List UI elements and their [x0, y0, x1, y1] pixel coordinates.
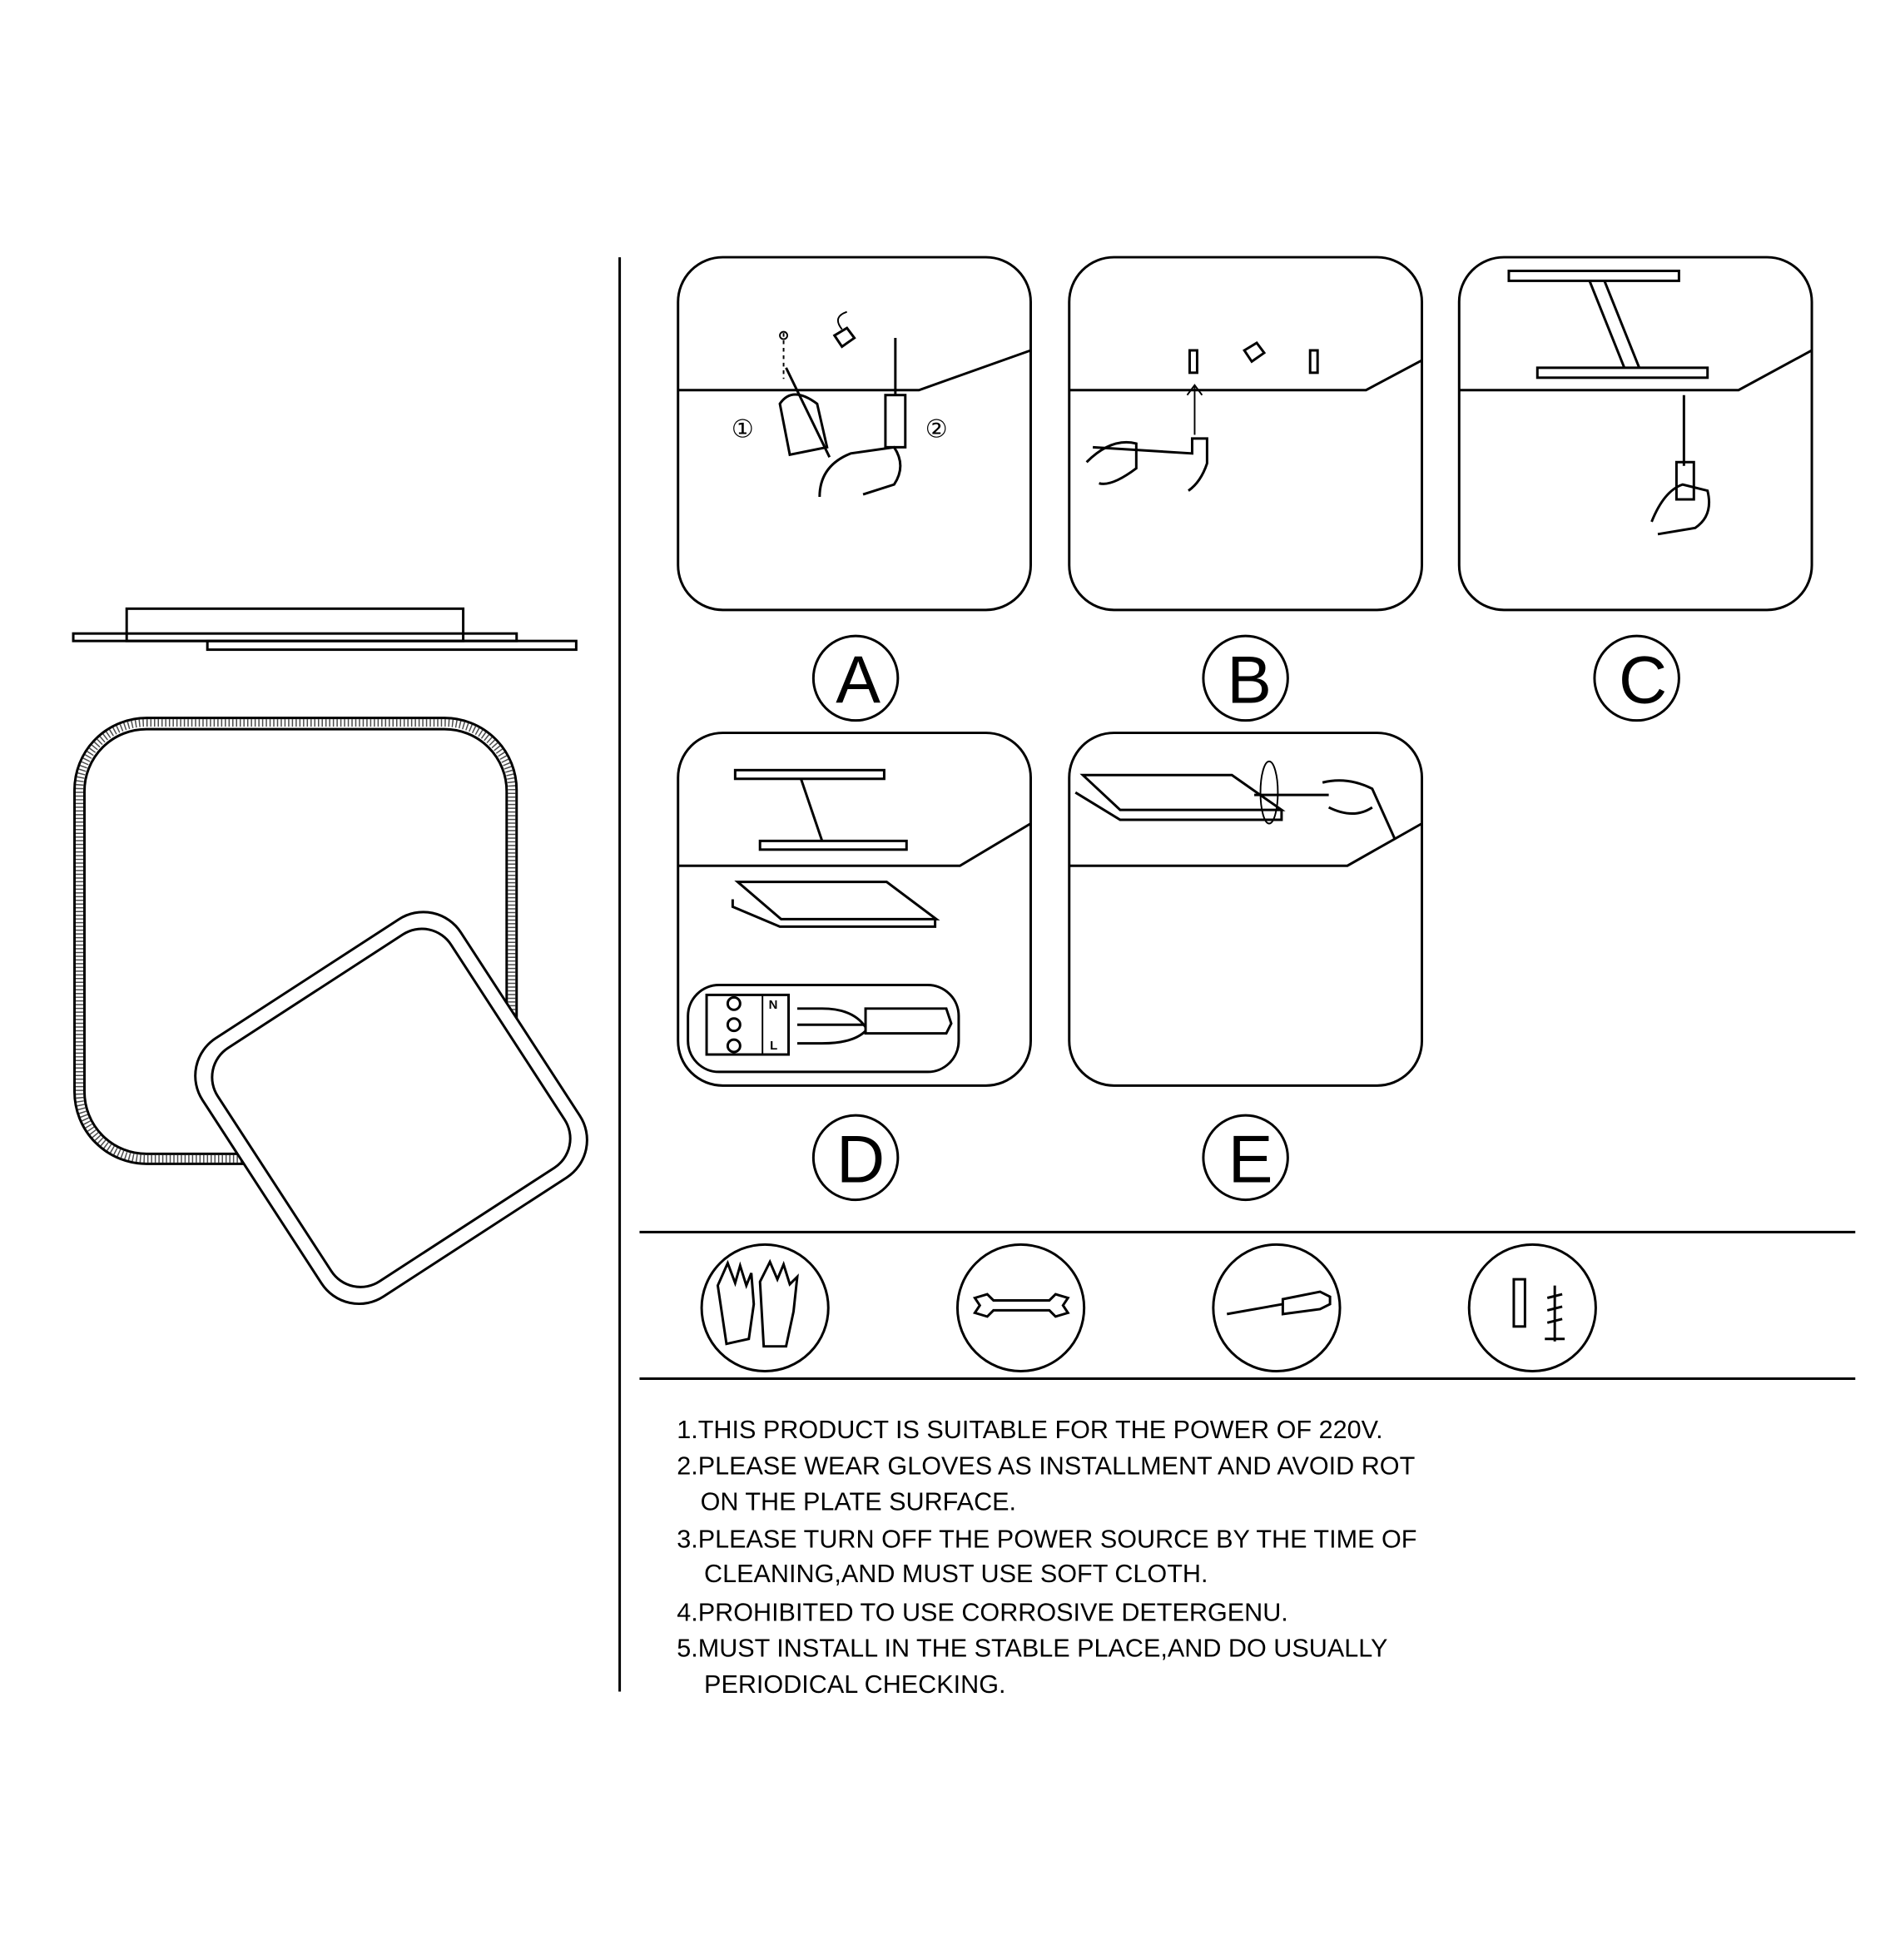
- step-label-c: C: [1619, 643, 1667, 718]
- note-2-cont: ON THE PLATE SURFACE.: [701, 1488, 1016, 1516]
- note-4: 4.PROHIBITED TO USE CORROSIVE DETERGENU.: [677, 1598, 1288, 1626]
- step-d-panel: N L: [677, 732, 1032, 1087]
- screwdriver-icon: [1212, 1243, 1342, 1373]
- note-3: 3.PLEASE TURN OFF THE POWER SOURCE BY TH…: [677, 1525, 1416, 1553]
- step-label-d: D: [836, 1123, 885, 1198]
- marker-1: ①: [732, 415, 754, 443]
- note-3-cont: CLEANING,AND MUST USE SOFT CLOTH.: [704, 1560, 1208, 1588]
- step-labels: A B C D E: [811, 634, 1680, 1202]
- step-b-panel: [1068, 256, 1424, 612]
- gloves-icon: [700, 1243, 830, 1373]
- wire-label-l: L: [770, 1039, 777, 1053]
- note-2: 2.PLEASE WEAR GLOVES AS INSTALLMENT AND …: [677, 1451, 1415, 1480]
- step-label-a: A: [836, 643, 881, 718]
- wrench-icon: [955, 1243, 1086, 1373]
- safety-notes: 1.THIS PRODUCT IS SUITABLE FOR THE POWER…: [677, 1416, 1416, 1699]
- step-label-e: E: [1228, 1123, 1273, 1198]
- wire-label-n: N: [769, 998, 778, 1012]
- note-1: 1.THIS PRODUCT IS SUITABLE FOR THE POWER…: [677, 1416, 1382, 1444]
- step-e-panel: [1068, 732, 1424, 1087]
- note-5: 5.MUST INSTALL IN THE STABLE PLACE,AND D…: [677, 1635, 1387, 1663]
- product-side-view: [72, 607, 578, 652]
- step-label-b: B: [1227, 643, 1272, 718]
- note-5-cont: PERIODICAL CHECKING.: [704, 1670, 1005, 1699]
- product-top-view: [73, 717, 588, 1306]
- marker-2: ②: [925, 415, 948, 443]
- step-a-panel: ① ②: [677, 256, 1032, 612]
- step-c-panel: [1457, 256, 1813, 612]
- anchor-screw-icon: [1467, 1243, 1597, 1373]
